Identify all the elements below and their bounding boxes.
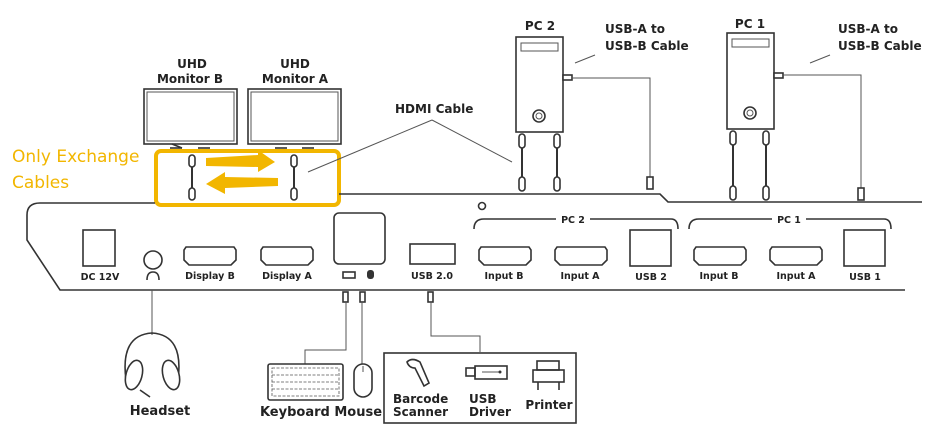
printer-label: Printer xyxy=(525,398,572,412)
keyboard-icon xyxy=(342,271,356,279)
keyboard-device-icon xyxy=(267,363,344,401)
pc-1-cable-label-1: USB-A to xyxy=(838,22,898,36)
pc-2-label: PC 2 xyxy=(525,19,555,33)
keyboard-cable xyxy=(304,302,347,365)
exchange-label-1: Only Exchange xyxy=(12,147,139,167)
exchange-highlight-box xyxy=(154,149,341,207)
headphone-icon xyxy=(146,271,160,281)
pc-1-input-a-label: Input A xyxy=(776,271,816,282)
pc-2-usb-port xyxy=(629,229,672,267)
monitor-b-label-1: UHD xyxy=(177,57,207,71)
pc-2-input-a-label: Input A xyxy=(560,271,600,282)
keyboard-mouse-hub xyxy=(333,212,386,265)
pc-2-cable-label-1: USB-A to xyxy=(605,22,665,36)
headset-label: Headset xyxy=(130,404,191,419)
usb-driver-label-2: Driver xyxy=(469,405,511,419)
arrow-left-icon xyxy=(206,172,278,194)
pc-1-tower xyxy=(726,32,865,201)
dc-12v-label: DC 12V xyxy=(81,272,120,283)
usb-device-cable xyxy=(430,302,481,352)
barcode-scanner-icon xyxy=(406,358,431,388)
display-b-label: Display B xyxy=(185,271,235,282)
usb-driver-label-1: USB xyxy=(469,392,497,406)
pc-1-input-a-port xyxy=(769,246,823,266)
usb-drive-icon xyxy=(465,365,508,380)
pc-1-usb-port xyxy=(843,229,886,267)
monitor-b-label-2: Monitor B xyxy=(157,72,223,86)
mouse-icon xyxy=(367,270,374,279)
pc-1-usb-label: USB 1 xyxy=(849,272,881,283)
pc-2-usb-label: USB 2 xyxy=(635,272,667,283)
pc-2-tower xyxy=(515,36,654,192)
usb-devices-box xyxy=(383,352,577,424)
display-a-port xyxy=(260,246,314,266)
monitor-a-label-2: Monitor A xyxy=(262,72,329,86)
pc-2-group-bracket xyxy=(473,218,679,230)
printer-icon xyxy=(532,360,565,390)
pc-1-group-bracket xyxy=(688,218,892,230)
pc-1-cable-label-2: USB-B Cable xyxy=(838,39,922,53)
usb-2-0-label: USB 2.0 xyxy=(411,271,453,282)
barcode-label-1: Barcode xyxy=(393,392,448,406)
pc-1-label: PC 1 xyxy=(735,17,765,31)
pc-2-input-a-port xyxy=(554,246,608,266)
pc-1-input-b-label: Input B xyxy=(700,271,739,282)
usb-2-0-port xyxy=(409,243,456,265)
audio-jack-port xyxy=(143,250,163,270)
display-b-port xyxy=(183,246,237,266)
headset-icon xyxy=(124,332,181,398)
monitor-a-label-1: UHD xyxy=(280,57,310,71)
exchange-label-2: Cables xyxy=(12,173,69,193)
pc-2-cable-label-2: USB-B Cable xyxy=(605,39,689,53)
led-indicator xyxy=(477,201,487,211)
hdmi-cable-label: HDMI Cable xyxy=(395,102,473,116)
pc-2-input-b-port xyxy=(478,246,532,266)
hdmi-callout-line xyxy=(307,119,433,173)
arrow-right-icon xyxy=(206,150,275,172)
pc-2-input-b-label: Input B xyxy=(485,271,524,282)
pc-1-input-b-port xyxy=(693,246,747,266)
keyboard-mouse-label: Keyboard Mouse xyxy=(260,405,382,420)
monitor-hdmi-cables xyxy=(188,154,298,201)
display-a-label: Display A xyxy=(262,271,312,282)
kvm-panel-outline xyxy=(26,193,922,291)
dc-12v-port xyxy=(82,229,116,267)
pc-2-group-label: PC 2 xyxy=(561,215,585,226)
pc-1-group-label: PC 1 xyxy=(777,215,801,226)
mouse-device-icon xyxy=(353,363,373,398)
monitor-a xyxy=(247,88,342,149)
monitor-b xyxy=(143,88,238,149)
barcode-label-2: Scanner xyxy=(393,405,448,419)
